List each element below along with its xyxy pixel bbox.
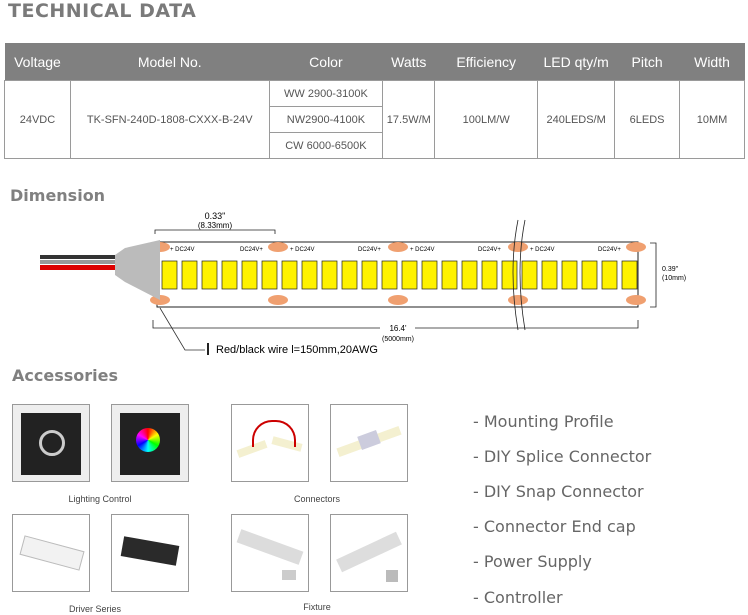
led-chip	[181, 260, 198, 290]
led-chip	[521, 260, 538, 290]
led-chip	[361, 260, 378, 290]
solder-pad	[388, 295, 408, 305]
led-chip	[401, 260, 418, 290]
led-chip	[381, 260, 398, 290]
solder-pad	[268, 242, 288, 252]
led-chip	[281, 260, 298, 290]
wires	[40, 255, 120, 270]
fixture-image-2	[330, 514, 408, 592]
leds: + DC24V DC24V+ + DC24V DC24V+ + DC24V DC24V+ +…	[150, 242, 646, 305]
driver-image-2	[111, 514, 189, 592]
total-length: 16.4'	[389, 324, 407, 333]
led-chip	[621, 260, 638, 290]
lighting-control-image-2	[111, 404, 189, 482]
cell-efficiency: 100LM/W	[434, 80, 539, 159]
header-watts: Watts	[382, 43, 435, 81]
led-chip	[241, 260, 258, 290]
pad-label: + DC24V	[410, 247, 435, 253]
header-voltage: Voltage	[4, 43, 71, 81]
led-chip	[441, 260, 458, 290]
leader-line	[159, 307, 205, 351]
accessory-item-power-supply: - Power Supply	[473, 552, 592, 571]
solder-pad	[508, 242, 528, 252]
pad-label: + DC24V	[170, 247, 195, 253]
connector-image-1	[231, 404, 309, 482]
header-led-qty: LED qty/m	[537, 43, 615, 81]
led-chip	[321, 260, 338, 290]
led-chip	[261, 260, 278, 290]
led-chip	[581, 260, 598, 290]
connector-image-2	[330, 404, 408, 482]
header-model: Model No.	[70, 43, 269, 81]
cell-pitch: 6LEDS	[614, 80, 681, 159]
header-width: Width	[679, 43, 745, 81]
lighting-control-image-1	[12, 404, 90, 482]
driver-image-1	[12, 514, 90, 592]
table-row: CW 6000-6500K	[5, 132, 745, 159]
led-chip	[561, 260, 578, 290]
table-header-row: Voltage Model No. Color Watts Efficiency…	[4, 43, 745, 81]
pad-label: + DC24V	[290, 247, 315, 253]
cell-width: 10MM	[679, 80, 745, 159]
solder-pad	[388, 242, 408, 252]
strip-width-mm: (10mm)	[662, 275, 686, 282]
led-chip	[301, 260, 318, 290]
led-chip	[341, 260, 358, 290]
total-length-mm: (5000mm)	[382, 336, 414, 343]
led-chip	[481, 260, 498, 290]
accessory-item-end-cap: - Connector End cap	[473, 517, 636, 536]
header-efficiency: Efficiency	[434, 43, 538, 81]
cell-watts: 17.5W/M	[382, 80, 436, 159]
pad-label: + DC24V	[530, 247, 555, 253]
break-mark	[512, 219, 526, 331]
pad-label: DC24V+	[598, 247, 621, 253]
header-color: Color	[269, 43, 383, 81]
wire-note: Red/black wire l=150mm,20AWG	[216, 344, 378, 356]
accessory-item-mounting-profile: - Mounting Profile	[473, 412, 614, 431]
cell-color-nw: NW2900-4100K	[268, 106, 384, 133]
page-title: TECHNICAL DATA	[8, 0, 197, 22]
solder-pad	[508, 295, 528, 305]
cell-color-cw: CW 6000-6500K	[268, 132, 384, 159]
led-chip	[461, 260, 478, 290]
accessory-item-snap-connector: - DIY Snap Connector	[473, 482, 644, 501]
solder-pad	[268, 295, 288, 305]
table-row: NW2900-4100K	[5, 106, 745, 133]
led-chip	[501, 260, 518, 290]
cell-color-ww: WW 2900-3100K	[268, 80, 384, 107]
cut-length-mm: (8.33mm)	[198, 221, 233, 230]
led-chip	[201, 260, 218, 290]
solder-pad	[626, 295, 646, 305]
solder-pad	[626, 242, 646, 252]
pad-label: DC24V+	[478, 247, 501, 253]
dimension-heading: Dimension	[10, 186, 106, 205]
cell-voltage: 24VDC	[4, 80, 71, 159]
caption-connectors: Connectors	[293, 494, 341, 504]
cell-model: TK-SFN-240D-1808-CXXX-B-24V	[69, 80, 270, 159]
strip-width: 0.39"	[662, 266, 679, 273]
caption-driver-series: Driver Series	[68, 604, 121, 614]
led-chip	[161, 260, 178, 290]
cut-length: 0.33"	[205, 211, 226, 221]
technical-data-table: Voltage Model No. Color Watts Efficiency…	[4, 43, 745, 159]
accessories-heading: Accessories	[12, 366, 118, 385]
led-chip	[541, 260, 558, 290]
table-row: 24VDC TK-SFN-240D-1808-CXXX-B-24V WW 290…	[4, 80, 745, 159]
led-strip-diagram: + DC24V DC24V+ + DC24V DC24V+ + DC24V DC24V+ +…	[40, 211, 686, 356]
caption-lighting-control: Lighting Control	[68, 494, 132, 504]
led-chip	[221, 260, 238, 290]
caption-fixture: Fixture	[303, 602, 331, 612]
led-chip	[601, 260, 618, 290]
pad-label: DC24V+	[240, 247, 263, 253]
header-pitch: Pitch	[614, 43, 680, 81]
accessory-item-controller: - Controller	[473, 588, 563, 607]
led-chip	[421, 260, 438, 290]
pad-label: DC24V+	[358, 247, 381, 253]
fixture-image-1	[231, 514, 309, 592]
cell-led-qty: 240LEDS/M	[537, 80, 616, 159]
end-connector	[115, 240, 160, 300]
accessory-item-splice-connector: - DIY Splice Connector	[473, 447, 652, 466]
